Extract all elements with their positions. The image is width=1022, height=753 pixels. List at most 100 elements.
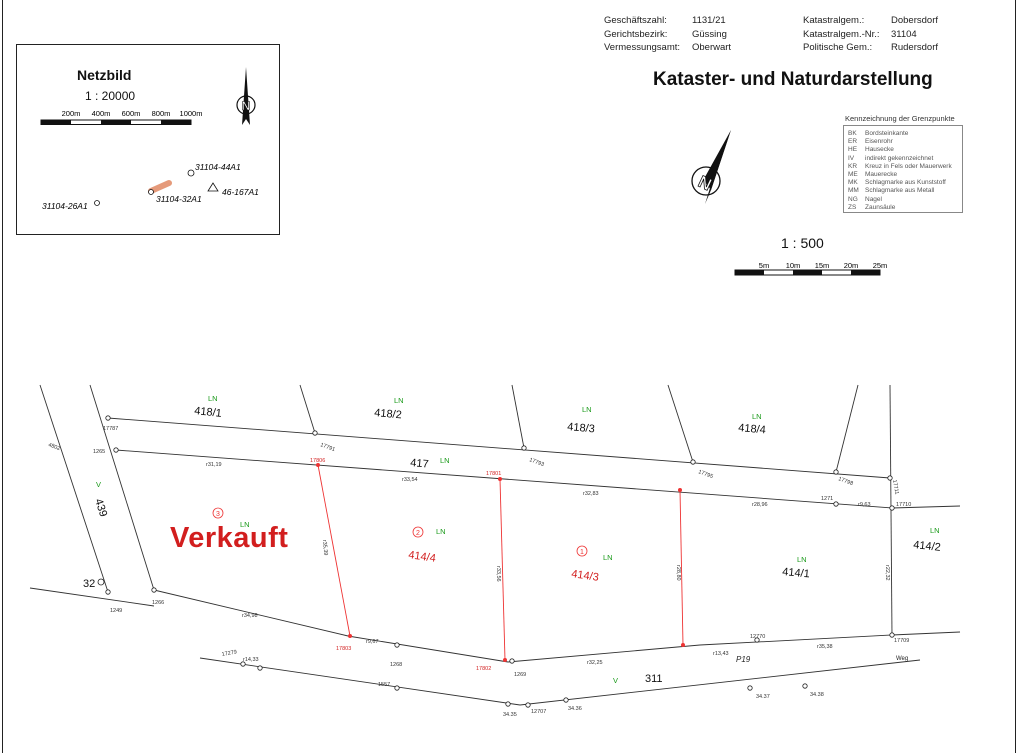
svg-text:17709: 17709 [894,638,909,644]
lot-number: 3 [216,511,220,518]
parcel-boundaries [29,384,961,706]
svg-text:r9,63: r9,63 [858,502,871,508]
survey-office: Oberwart [692,42,732,53]
point-numbers: 4802 1265 17787 17791 17793 17795 17798 … [47,426,911,718]
map-frame-right [1015,0,1016,753]
parcel-number: 414/4 [408,549,437,565]
parcel-number: 32 [83,578,95,590]
parcel-number: 439 [92,497,109,518]
svg-text:17801: 17801 [486,471,501,477]
svg-text:r32,25: r32,25 [587,660,603,666]
cadastral-community: Dobersdorf [891,15,938,26]
lot-markers: 3 2 1 [212,507,588,557]
main-scale-label: 1 : 500 [781,235,824,251]
lot-number: 1 [580,549,584,556]
svg-text:17798: 17798 [837,476,853,487]
svg-text:r33,56: r33,56 [495,566,501,582]
north-letter: N [695,172,714,194]
scale-tick-label: 15m [815,261,830,270]
svg-text:r28,80: r28,80 [675,565,681,581]
parcel-numbers: 418/1 418/2 418/3 418/4 417 439 414/4 41… [83,405,941,685]
svg-text:r32,83: r32,83 [583,491,599,497]
network-point-label: 31104-32A1 [156,194,202,204]
network-point-circle [187,169,195,177]
svg-text:17793: 17793 [528,457,544,468]
svg-text:34.35: 34.35 [503,712,517,718]
scale-tick-label: 600m [122,109,141,118]
network-point-label: 31104-44A1 [195,162,241,172]
svg-text:1557: 1557 [378,682,390,688]
scale-tick-label: 5m [759,261,769,270]
map-frame-left [2,0,3,753]
header-info-right: Katastralgem.: Dobersdorf Katastralgem.-N… [803,14,938,55]
scale-tick-label: 25m [873,261,888,270]
land-use-code: V [96,480,101,489]
svg-text:r14,33: r14,33 [243,657,259,663]
parcel-number: 418/2 [374,407,402,421]
netzbild-drawing: 200m 400m 600m 800m 1000m N 31104-44A1 4… [40,67,259,211]
svg-text:r34,98: r34,98 [242,613,258,619]
legend-title: Kennzeichnung der Grenzpunkte [845,114,955,123]
land-use-code: LN [440,456,450,465]
svg-text:12770: 12770 [750,634,765,640]
main-scale-bar: 5m 10m 15m 20m 25m [734,261,888,276]
netzbild-inset: Netzbild 1 : 20000 200m 400m 600m 800m 1… [16,44,280,235]
svg-text:17802: 17802 [476,666,491,672]
scale-tick-label: 20m [844,261,859,270]
network-point-circle [94,200,100,206]
north-arrow-icon: N [236,67,256,125]
parcel-number: 414/2 [913,539,942,554]
parcel-number: 418/4 [738,422,766,436]
land-use-code: LN [394,396,404,405]
svg-text:1269: 1269 [514,672,526,678]
svg-text:4802: 4802 [47,442,61,452]
scale-tick-label: 400m [92,109,111,118]
header-label: Katastralgem.-Nr.: [803,28,880,40]
svg-text:r22,32: r22,32 [884,565,890,581]
document-title: Kataster- und Naturdarstellung [653,69,933,90]
political-community: Rudersdorf [891,42,938,53]
survey-points [97,415,895,708]
svg-text:r13,43: r13,43 [713,651,729,657]
header-label: Katastralgem.: [803,15,865,26]
svg-text:r9,67: r9,67 [366,639,379,645]
svg-text:17803: 17803 [336,646,351,652]
land-use-code: LN [603,553,613,562]
cadastral-number: 31104 [891,28,917,40]
scale-tick-label: 200m [62,109,81,118]
new-survey-points [316,463,685,662]
svg-text:17791: 17791 [319,442,335,453]
lot-number: 2 [416,530,420,537]
road-label: P19 [736,655,751,664]
case-number: 1131/21 [692,15,726,26]
road-label: Weg [896,656,908,662]
land-use-code: V [613,676,618,685]
measurements: r31,19 r33,54 r32,83 r28,96 r9,63 r34,98… [206,462,890,666]
svg-text:17787: 17787 [103,426,118,432]
land-use-code: LN [930,526,940,535]
scale-tick-label: 800m [152,109,171,118]
svg-text:17795: 17795 [697,469,713,480]
network-point-circle [148,189,154,195]
svg-text:34.36: 34.36 [568,706,582,712]
svg-text:34.37: 34.37 [756,694,770,700]
parcel-number: 414/3 [571,568,600,584]
svg-text:1266: 1266 [152,600,164,606]
land-use-code: LN [436,527,446,536]
sold-stamp: Verkauft [170,522,289,554]
svg-text:17710: 17710 [896,502,911,508]
svg-text:17279: 17279 [221,649,237,658]
svg-text:34.38: 34.38 [810,692,824,698]
svg-text:r28,96: r28,96 [752,502,768,508]
svg-text:17711: 17711 [891,479,899,495]
svg-text:1268: 1268 [390,662,402,668]
netzbild-scale: 1 : 20000 [85,89,136,103]
scale-tick-label: 10m [786,261,801,270]
